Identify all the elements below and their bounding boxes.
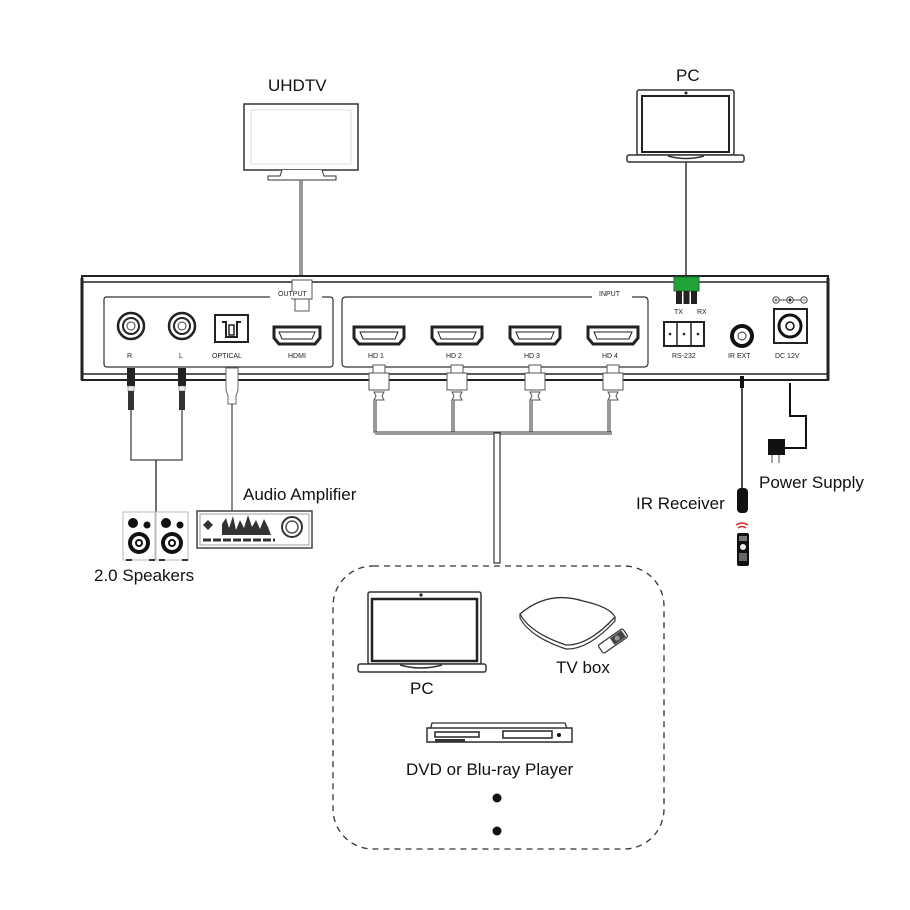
hdmi-input-port-4 [586, 325, 640, 346]
output-group-label: OUTPUT [276, 291, 309, 298]
rx-label: RX [697, 309, 707, 316]
more-sources-dot [492, 826, 502, 836]
hdmi-input-port-1 [352, 325, 406, 346]
l-port-label: L [179, 353, 183, 360]
hd2-label: HD 2 [446, 353, 462, 360]
dvd-player-icon [426, 722, 573, 743]
uhdtv-label: UHDTV [268, 76, 327, 95]
pc-top-label: PC [676, 66, 700, 85]
rs232-port [663, 321, 705, 347]
matrix-device-rear-panel [80, 275, 830, 381]
ir-ext-port [730, 324, 754, 348]
hdmi-input-cables [368, 364, 624, 433]
dc-power-port [773, 308, 808, 344]
input-group-label: INPUT [597, 291, 622, 298]
dvd-label: DVD or Blu-ray Player [406, 760, 574, 779]
ir-ext-label: IR EXT [728, 353, 751, 360]
hdmi-input-cable-4 [602, 364, 624, 433]
hdmi-input-port-2 [430, 325, 484, 346]
dc-label: DC 12V [775, 353, 800, 360]
rca-cables [127, 367, 239, 515]
optical-port-label: OPTICAL [212, 353, 242, 360]
input-group-frame [341, 296, 649, 368]
amplifier-label: Audio Amplifier [243, 485, 357, 504]
ir-receiver-label: IR Receiver [636, 494, 725, 513]
speakers-icon [122, 511, 189, 561]
rca-r-port [116, 311, 146, 341]
hdmi-input-cable-3 [524, 364, 546, 433]
audio-amplifier-icon [196, 510, 313, 549]
tx-label: TX [674, 309, 683, 316]
more-sources-dot [492, 793, 502, 803]
hd3-label: HD 3 [524, 353, 540, 360]
remote-control-icon [735, 522, 749, 566]
output-group-frame [103, 296, 334, 368]
source-pc-laptop-icon [357, 591, 487, 673]
power-supply-label: Power Supply [759, 473, 864, 492]
polarity-icon [772, 296, 808, 304]
rs232-plug-icon [673, 276, 700, 304]
optical-port [214, 314, 249, 343]
hdmi-input-bus [375, 431, 612, 564]
rca-l-port [167, 311, 197, 341]
hdmi-input-port-3 [508, 325, 562, 346]
rs232-label: RS-232 [672, 353, 696, 360]
source-devices-group [332, 565, 665, 850]
source-pc-label: PC [410, 679, 434, 698]
power-supply-icon [768, 383, 807, 463]
tv-box-label: TV box [556, 658, 610, 677]
hdmi-input-cable-1 [368, 364, 390, 433]
pc-laptop-icon [626, 89, 745, 163]
hdmi-out-label: HDMI [288, 353, 306, 360]
hd1-label: HD 1 [368, 353, 384, 360]
uhdtv-icon [243, 103, 359, 181]
hd4-label: HD 4 [602, 353, 618, 360]
speakers-label: 2.0 Speakers [94, 566, 195, 585]
tv-box-icon [519, 596, 628, 654]
ir-receiver-icon [737, 376, 748, 513]
r-port-label: R [127, 353, 133, 360]
hdmi-input-cable-2 [446, 364, 468, 433]
hdmi-output-port [272, 325, 322, 346]
